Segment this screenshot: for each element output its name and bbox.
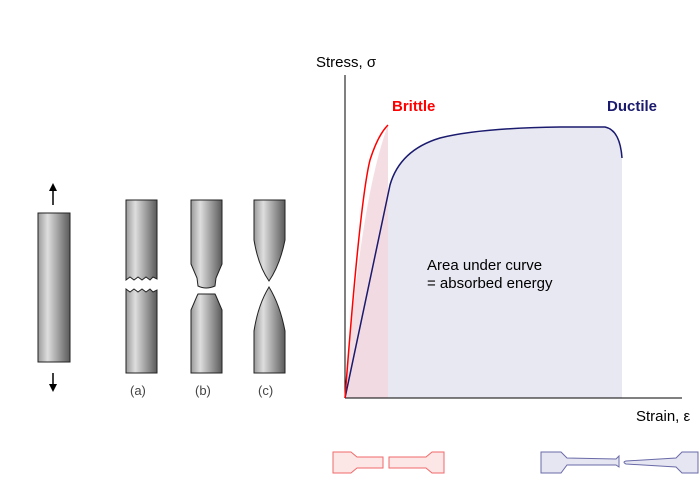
ductile-fractured-specimen [540,451,699,474]
specimen-label-c: (c) [258,383,274,398]
specimen-label-a: (a) [130,383,146,398]
brittle-curve [344,124,389,399]
tension-arrow-up-icon [49,183,57,205]
annotation-line-2: = absorbed energy [427,275,553,292]
x-axis-label: Strain, ε [636,408,691,425]
annotation-line-1: Area under curve [427,257,543,274]
brittle-fractured-specimen [332,451,445,474]
tension-arrow-down-icon [49,373,57,392]
specimen-b-ductile-fracture [190,199,223,374]
specimen-c-pure-shear-fracture [253,199,286,374]
ductile-curve [344,126,623,399]
specimen-a-brittle-fracture [125,199,158,374]
intact-specimen [37,212,71,363]
y-axis-label: Stress, σ [316,54,377,71]
ductile-label: Ductile [607,98,658,115]
specimen-label-b: (b) [195,383,211,398]
brittle-label: Brittle [392,98,436,115]
brittle-area-fill [345,125,388,398]
ductile-area-fill [345,127,622,398]
